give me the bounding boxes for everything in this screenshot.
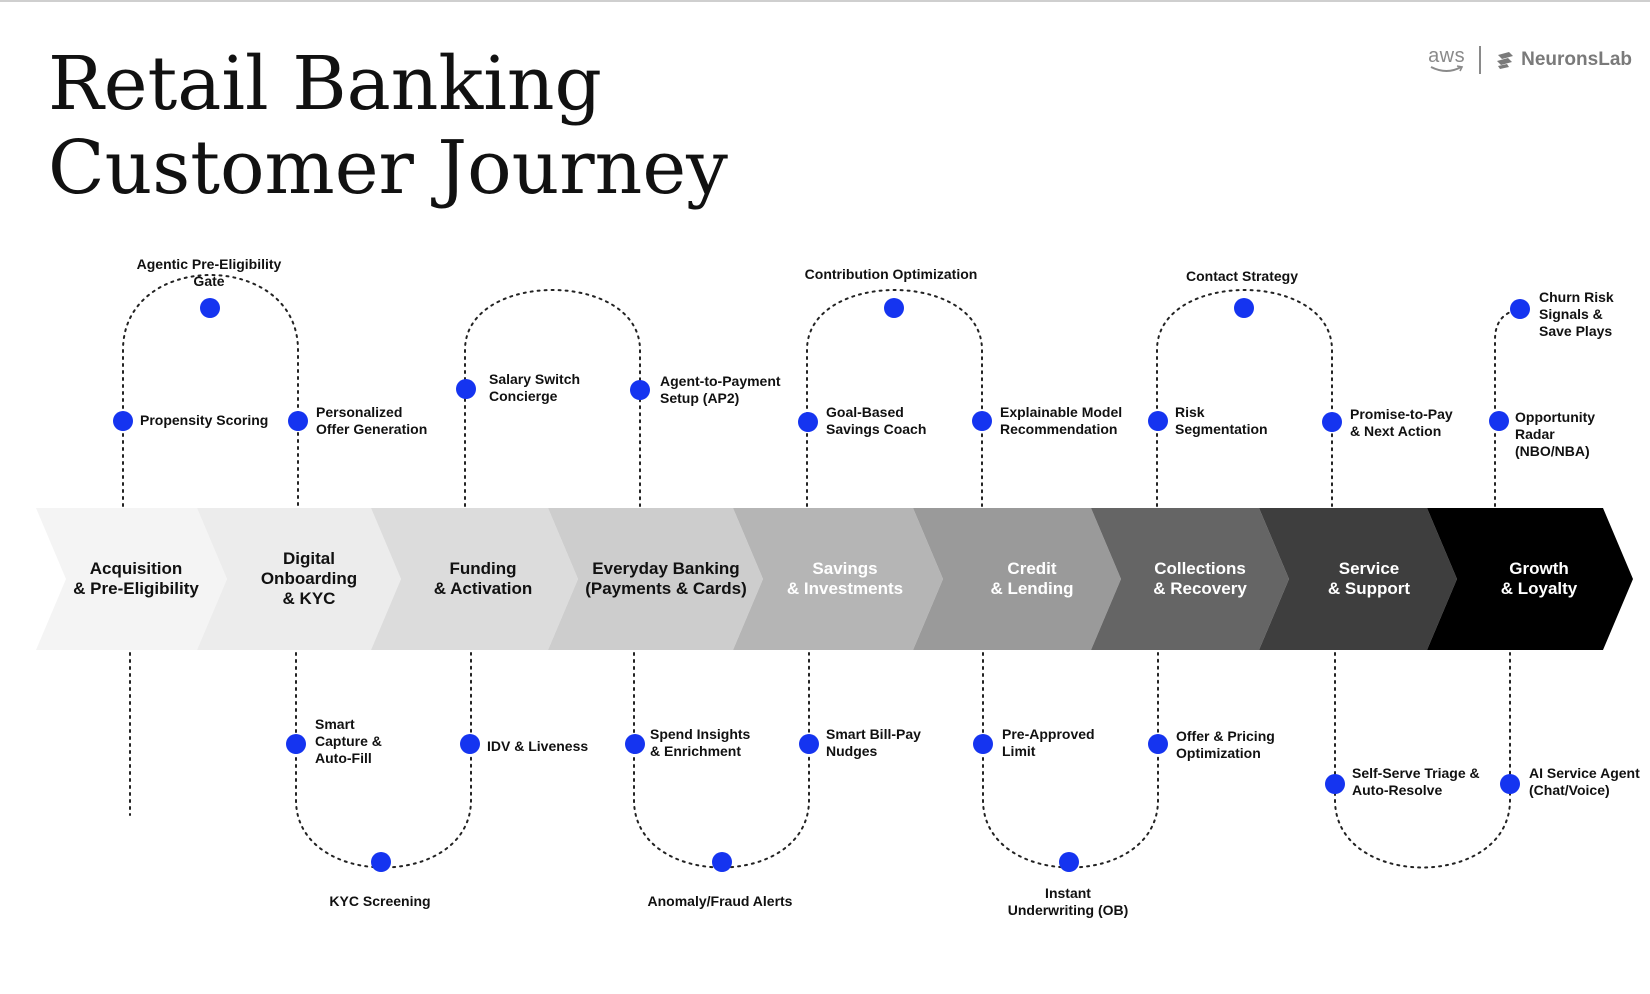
touchpoint-promise-to-pay: Promise-to-Pay & Next Action — [1350, 406, 1453, 439]
neuronslab-mark-icon — [1497, 52, 1514, 69]
aws-logo: aws — [1428, 45, 1466, 73]
stage-chevron-savings — [733, 508, 943, 650]
node-explainable-model-recommendation — [972, 411, 992, 431]
node-pre-approved-limit — [973, 734, 993, 754]
top-divider — [0, 0, 1650, 2]
touchpoint-anomaly-fraud-alerts: Anomaly/Fraud Alerts — [647, 893, 793, 909]
stage-chevron-digital-onboarding — [197, 508, 401, 650]
touchpoint-instant-underwriting: Instant Underwriting (OB) — [1007, 885, 1129, 918]
node-anomaly-fraud-alerts — [712, 852, 732, 872]
node-kyc-screening — [371, 852, 391, 872]
node-self-serve-triage — [1325, 774, 1345, 794]
stage-label-collections: Collections & Recovery — [1153, 559, 1247, 598]
node-salary-switch-concierge — [456, 379, 476, 399]
neuronslab-wordmark: NeuronsLab — [1521, 49, 1632, 70]
node-agentic-pre-eligibility-gate — [200, 298, 220, 318]
title-line-2: Customer Journey — [48, 125, 728, 211]
node-spend-insights — [625, 734, 645, 754]
stage-chevron-growth — [1427, 508, 1633, 650]
stage-chevron-collections — [1091, 508, 1289, 650]
stage-label-credit: Credit & Lending — [990, 559, 1074, 598]
stage-chevron-everyday-banking — [548, 508, 763, 650]
node-smart-bill-pay — [799, 734, 819, 754]
aws-wordmark: aws — [1428, 45, 1466, 67]
connector-acquisition-top — [122, 274, 299, 507]
node-churn-risk-signals — [1510, 299, 1530, 319]
touchpoint-spend-insights: Spend Insights & Enrichment — [650, 726, 751, 759]
touchpoint-smart-bill-pay: Smart Bill-Pay Nudges — [826, 726, 921, 759]
stage-chevron-acquisition — [36, 508, 227, 650]
aws-smile-icon — [1430, 65, 1464, 72]
stage-chevrons — [36, 508, 1633, 650]
node-smart-capture — [286, 734, 306, 754]
connector-collections-service-top — [1156, 289, 1333, 507]
touchpoint-propensity-scoring: Propensity Scoring — [140, 412, 269, 428]
stage-label-funding: Funding & Activation — [433, 559, 533, 598]
touchpoint-personalized-offer-generation: Personalized Offer Generation — [316, 404, 428, 437]
stage-label-growth: Growth & Loyalty — [1500, 559, 1578, 598]
node-agent-to-payment-setup — [630, 380, 650, 400]
connector-growth-top — [1494, 308, 1521, 507]
node-propensity-scoring — [113, 411, 133, 431]
connector-credit-collections-bottom — [982, 652, 1159, 869]
title-line-1: Retail Banking — [48, 41, 602, 127]
touchpoint-churn-risk-signals: Churn Risk Signals & Save Plays — [1539, 289, 1614, 339]
touchpoint-idv-liveness: IDV & Liveness — [487, 738, 589, 754]
node-risk-segmentation — [1148, 411, 1168, 431]
connector-savings-credit-top — [806, 289, 983, 507]
connector-everyday-savings-bottom — [633, 652, 810, 869]
touchpoint-agentic-pre-eligibility-gate: Agentic Pre-Eligibility Gate — [136, 256, 282, 289]
page-title: Retail Banking Customer Journey — [48, 42, 728, 210]
logo-separator — [1479, 46, 1482, 74]
touchpoint-nodes — [113, 298, 1530, 872]
stage-chevron-credit — [913, 508, 1121, 650]
stage-label-acquisition: Acquisition & Pre-Eligibility — [73, 559, 199, 598]
touchpoint-kyc-screening: KYC Screening — [329, 893, 431, 909]
node-contribution-optimization — [884, 298, 904, 318]
stage-chevron-service — [1259, 508, 1457, 650]
connector-service-growth-bottom — [1334, 652, 1511, 869]
node-offer-pricing-optimization — [1148, 734, 1168, 754]
node-personalized-offer-generation — [288, 411, 308, 431]
touchpoint-goal-based-savings-coach: Goal-Based Savings Coach — [826, 404, 927, 437]
touchpoint-opportunity-radar: Opportunity Radar (NBO/NBA) — [1515, 409, 1596, 459]
node-ai-service-agent — [1500, 774, 1520, 794]
stage-label-service: Service & Support — [1327, 559, 1411, 598]
touchpoint-agent-to-payment-setup: Agent-to-Payment Setup (AP2) — [660, 373, 781, 406]
touchpoint-ai-service-agent: AI Service Agent (Chat/Voice) — [1529, 765, 1640, 798]
touchpoint-smart-capture: Smart Capture & Auto-Fill — [315, 716, 382, 766]
touchpoint-contact-strategy: Contact Strategy — [1185, 268, 1299, 284]
touchpoint-offer-pricing-optimization: Offer & Pricing Optimization — [1176, 728, 1275, 761]
node-instant-underwriting — [1059, 852, 1079, 872]
touchpoint-explainable-model-recommendation: Explainable Model Recommendation — [1000, 404, 1123, 437]
node-idv-liveness — [460, 734, 480, 754]
stage-label-everyday-banking: Everyday Banking (Payments & Cards) — [585, 559, 747, 598]
node-contact-strategy — [1234, 298, 1254, 318]
stage-label-savings: Savings & Investments — [786, 559, 904, 598]
touchpoint-salary-switch-concierge: Salary Switch Concierge — [489, 371, 581, 404]
node-promise-to-pay — [1322, 412, 1342, 432]
stage-label-digital-onboarding: Digital Onboarding & KYC — [260, 549, 358, 608]
stage-chevron-funding — [371, 508, 578, 650]
partner-logos: aws NeuronsLab — [1428, 42, 1632, 78]
touchpoint-risk-segmentation: Risk Segmentation — [1175, 404, 1268, 437]
touchpoint-contribution-optimization: Contribution Optimization — [804, 266, 978, 282]
node-opportunity-radar — [1489, 411, 1509, 431]
connector-funding-everyday-top — [464, 289, 641, 507]
touchpoint-pre-approved-limit: Pre-Approved Limit — [1002, 726, 1095, 759]
neuronslab-logo: NeuronsLab — [1495, 49, 1632, 71]
node-goal-based-savings-coach — [798, 412, 818, 432]
touchpoint-self-serve-triage: Self-Serve Triage & Auto-Resolve — [1352, 765, 1480, 798]
